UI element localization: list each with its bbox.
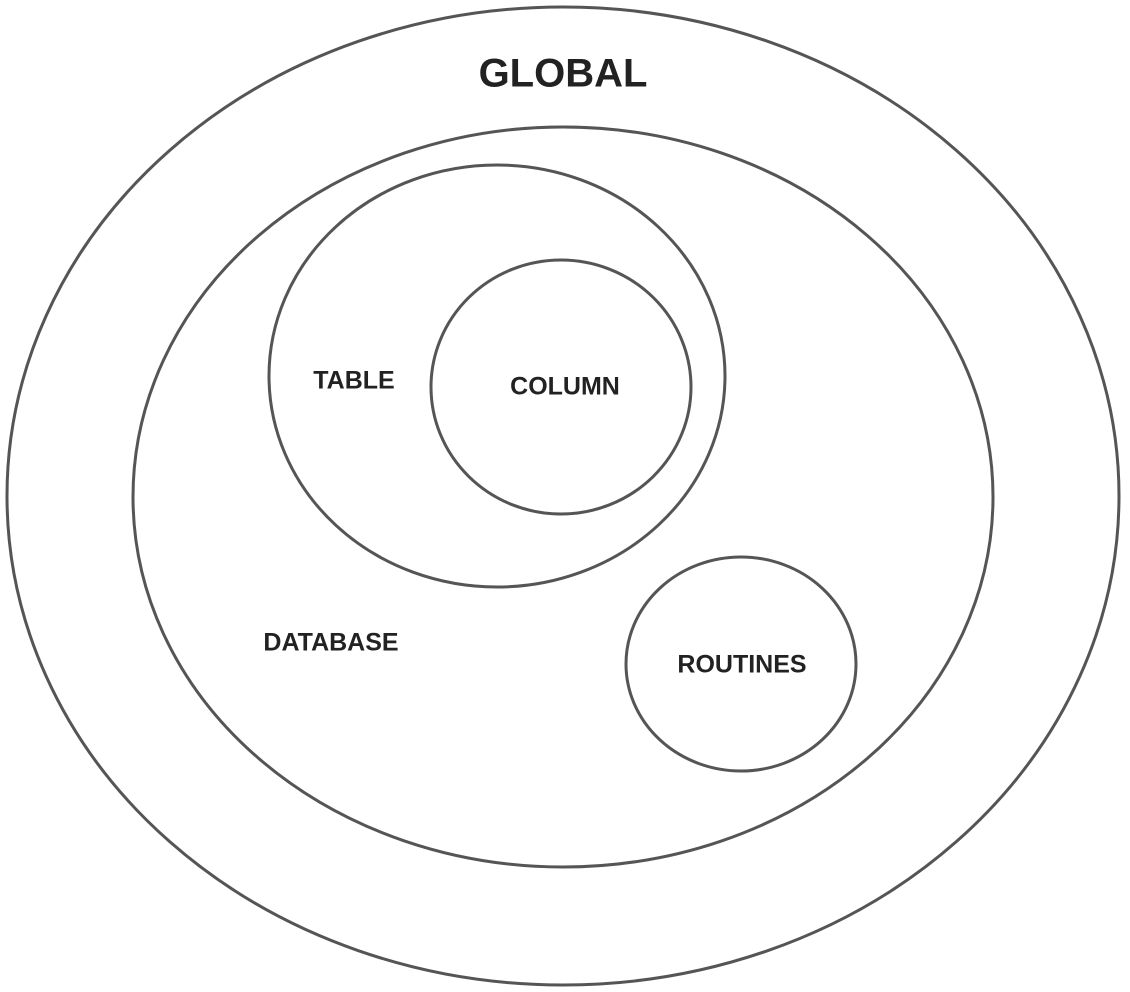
global-ring bbox=[5, 5, 1121, 987]
routines-ring bbox=[624, 555, 858, 773]
column-ring bbox=[429, 258, 693, 516]
table-label: TABLE bbox=[313, 367, 394, 395]
table-ring bbox=[267, 163, 727, 589]
database-label: DATABASE bbox=[263, 629, 398, 657]
routines-label: ROUTINES bbox=[677, 651, 806, 679]
column-label: COLUMN bbox=[510, 373, 620, 401]
database-ring bbox=[131, 125, 995, 869]
global-label: GLOBAL bbox=[479, 52, 648, 96]
